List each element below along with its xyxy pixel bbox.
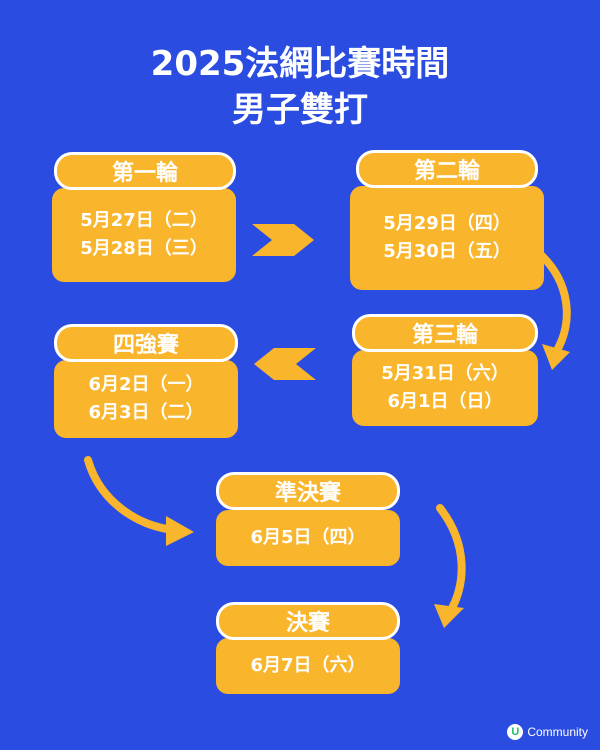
round-1-date-2: 5月28日（三） [80, 238, 208, 259]
round-3-dates: 5月31日（六） 6月1日（日） [352, 350, 538, 426]
curved-arrow-down-icon [536, 250, 571, 370]
round-3-date-2: 6月1日（日） [387, 391, 503, 412]
round-1-date-1: 5月27日（二） [80, 210, 208, 231]
arrow-left-icon [254, 348, 316, 380]
curved-arrow-right-icon [84, 456, 194, 546]
round-2-date-2: 5月30日（五） [383, 241, 511, 262]
round-6-dates: 6月7日（六） [216, 638, 400, 694]
round-5-label: 準決賽 [216, 472, 400, 510]
round-4-date-1: 6月2日（一） [88, 374, 204, 395]
round-3-date-1: 5月31日（六） [381, 363, 509, 384]
page-title: 2025法網比賽時間 [150, 44, 450, 84]
page-subtitle: 男子雙打 [232, 90, 368, 130]
round-5-dates: 6月5日（四） [216, 510, 400, 566]
round-4-dates: 6月2日（一） 6月3日（二） [54, 360, 238, 438]
round-2-label: 第二輪 [356, 150, 538, 188]
round-6-date-1: 6月7日（六） [250, 655, 366, 676]
curved-arrow-down-icon [434, 504, 466, 628]
round-2-dates: 5月29日（四） 5月30日（五） [350, 186, 544, 290]
community-logo: U Community [507, 724, 588, 740]
round-2-date-1: 5月29日（四） [383, 213, 511, 234]
logo-text: Community [527, 725, 588, 739]
round-4-label: 四強賽 [54, 324, 238, 362]
round-3-label: 第三輪 [352, 314, 538, 352]
round-1-label: 第一輪 [54, 152, 236, 190]
round-4-date-2: 6月3日（二） [88, 402, 204, 423]
round-6-label: 決賽 [216, 602, 400, 640]
round-1-dates: 5月27日（二） 5月28日（三） [52, 188, 236, 282]
round-5-date-1: 6月5日（四） [250, 527, 366, 548]
arrow-right-icon [252, 224, 314, 256]
u-logo-icon: U [507, 724, 524, 740]
